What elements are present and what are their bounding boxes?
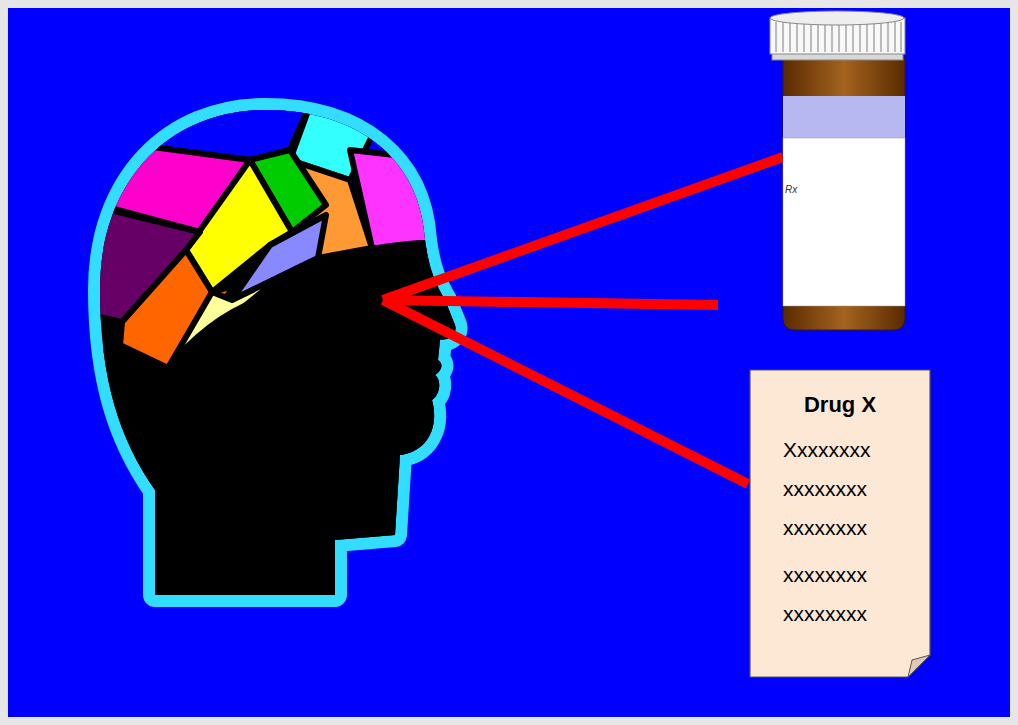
rx-mark: Rx [785,184,797,195]
blue-ground [8,8,1010,717]
document-heading: Drug X [766,390,914,420]
brain-mosaic [80,100,520,720]
sight-lines [383,157,783,484]
sheet-body [750,370,930,677]
pill-bottle [770,11,905,330]
document-body: xxxxxxxx xxxxxxxx [783,555,883,633]
document-sheet: Drug X Xxxxxxxx xxxxxxxx xxxxxxxx xxxxxxxx… [750,370,930,677]
document-body: Xxxxxxxx xxxxxxxx xxxxxxxx [783,430,883,547]
sheet-fold [908,655,930,677]
